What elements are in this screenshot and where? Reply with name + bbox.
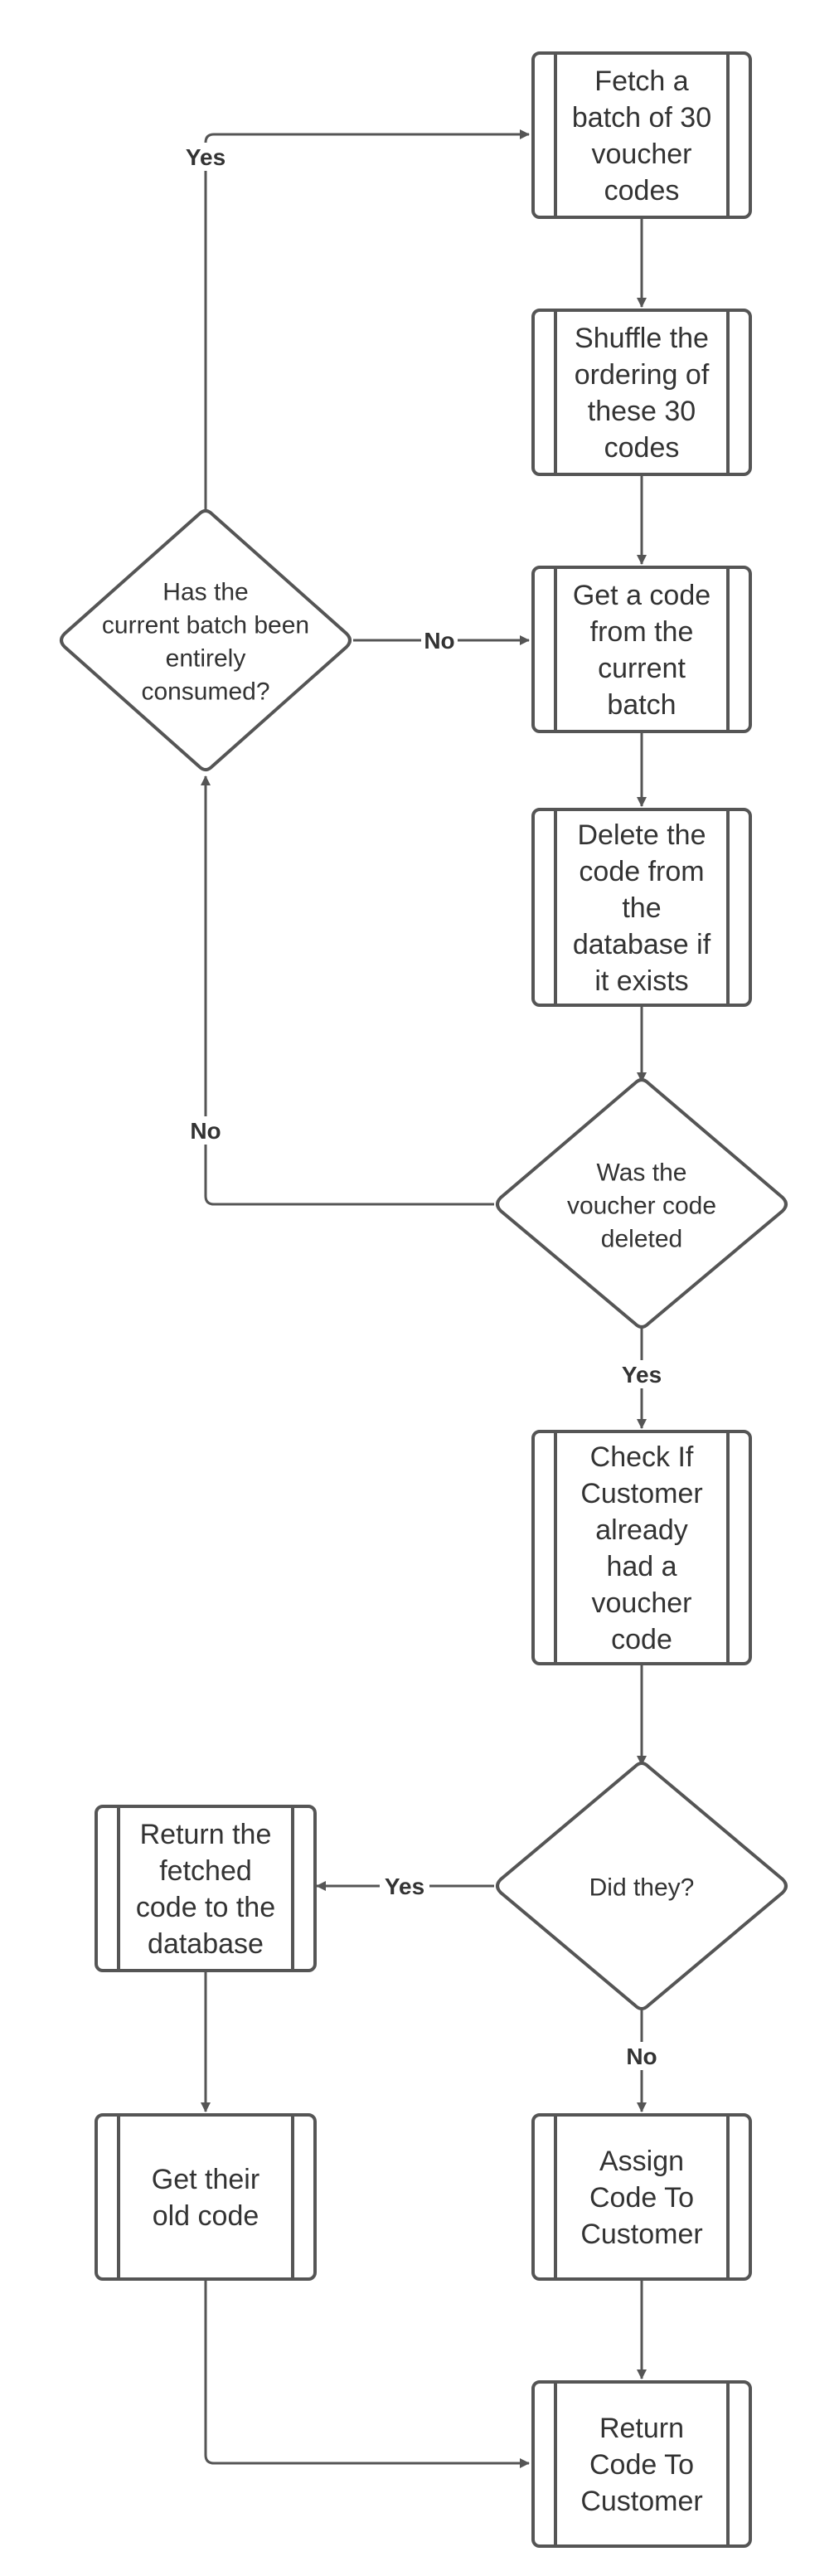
node-text-line: code to the — [136, 1892, 275, 1923]
node-text-line: Return — [599, 2413, 684, 2444]
node-text-line: current batch been — [102, 612, 309, 639]
connectors — [201, 129, 647, 2468]
node-text-line: voucher — [592, 1587, 692, 1619]
node-text-line: it exists — [594, 965, 688, 997]
node-text-line: the — [622, 892, 661, 924]
node-delete-code-text: Delete the code from the database if it exis… — [573, 819, 711, 997]
node-text-line: from the — [590, 616, 694, 648]
node-text-line: voucher code — [567, 1193, 716, 1220]
node-fetch-batch-text: Fetch a batch of 30 voucher codes — [572, 66, 711, 207]
node-text-line: Assign — [599, 2146, 684, 2177]
node-check-customer-text: Check If Customer already had a voucher code — [580, 1441, 702, 1655]
node-check-customer: Check If Customer already had a voucher code — [531, 1430, 752, 1665]
node-text-line: database — [148, 1928, 264, 1960]
edge-label-consumed-no: No — [424, 628, 454, 654]
node-was-deleted-text: Was the voucher code deleted — [567, 1159, 716, 1253]
node-text-line: Delete the — [578, 819, 706, 851]
node-text-line: ordering of — [575, 359, 710, 391]
node-text-line: consumed? — [141, 678, 269, 706]
node-text-line: Get their — [152, 2164, 259, 2195]
node-was-deleted: Was the voucher code deleted — [496, 1078, 788, 1329]
node-text-line: Check If — [590, 1441, 694, 1473]
node-batch-consumed: Has the current batch been entirely consume… — [60, 509, 352, 771]
node-text-line: deleted — [601, 1226, 682, 1253]
node-text-line: Was the — [597, 1159, 687, 1187]
node-fetch-batch: Fetch a batch of 30 voucher codes — [531, 51, 752, 219]
node-text-line: fetched — [159, 1855, 252, 1887]
edge-label-backings — [179, 143, 668, 2070]
node-return-fetched: Return the fetched code to the database — [95, 1805, 317, 1972]
node-text-line: codes — [604, 175, 680, 207]
edge-label-did-they-yes: Yes — [385, 1874, 424, 1899]
node-text-line: voucher — [592, 139, 692, 170]
node-text-line: Customer — [580, 1478, 702, 1509]
edge-label-deleted-no: No — [190, 1118, 221, 1144]
node-shuffle-text: Shuffle the ordering of these 30 codes — [575, 323, 710, 464]
edge-was-deleted-no — [201, 775, 494, 1206]
node-delete-code: Delete the code from the database if it exis… — [531, 808, 752, 1007]
node-get-old-code: Get their old code — [95, 2113, 317, 2281]
node-batch-consumed-text: Has the current batch been entirely consume… — [102, 579, 309, 706]
node-text-line: Code To — [589, 2449, 694, 2481]
node-text-line: batch of 30 — [572, 102, 711, 134]
node-text-line: Get a code — [573, 580, 710, 611]
edge-label-consumed-yes: Yes — [186, 144, 226, 170]
node-text-line: batch — [607, 689, 676, 721]
node-text-line: Shuffle the — [575, 323, 709, 354]
node-text-line: code from — [579, 856, 704, 887]
node-return-fetched-text: Return the fetched code to the database — [136, 1819, 275, 1960]
node-text-line: current — [598, 653, 686, 684]
node-get-code: Get a code from the current batch — [531, 566, 752, 733]
node-get-code-text: Get a code from the current batch — [573, 580, 710, 721]
node-did-they: Did they? — [496, 1762, 788, 2010]
node-text-line: Did they? — [589, 1874, 695, 1902]
node-text-line: Has the — [162, 579, 248, 606]
edge-consumed-yes — [204, 129, 530, 513]
node-text-line: Customer — [580, 2486, 702, 2517]
node-text-line: Return the — [140, 1819, 272, 1850]
node-text-line: Code To — [589, 2182, 694, 2214]
node-text-line: Customer — [580, 2219, 702, 2250]
edge-labels: Yes No No Yes Yes No — [186, 144, 662, 2069]
node-text-line: old code — [153, 2200, 259, 2232]
node-text-line: already — [595, 1514, 688, 1546]
edge-label-deleted-yes: Yes — [622, 1362, 662, 1388]
node-text-line: code — [611, 1624, 672, 1655]
node-did-they-text: Did they? — [589, 1874, 695, 1902]
node-text-line: these 30 — [588, 396, 696, 427]
edge-old-to-return — [204, 2279, 530, 2468]
node-text-line: had a — [606, 1551, 677, 1582]
node-text-line: entirely — [166, 645, 246, 673]
node-shuffle: Shuffle the ordering of these 30 codes — [531, 309, 752, 476]
node-get-old-code-text: Get their old code — [152, 2164, 259, 2232]
edge-label-did-they-no: No — [626, 2044, 657, 2069]
node-text-line: database if — [573, 929, 711, 960]
node-text-line: Fetch a — [594, 66, 688, 97]
node-text-line: codes — [604, 432, 680, 464]
